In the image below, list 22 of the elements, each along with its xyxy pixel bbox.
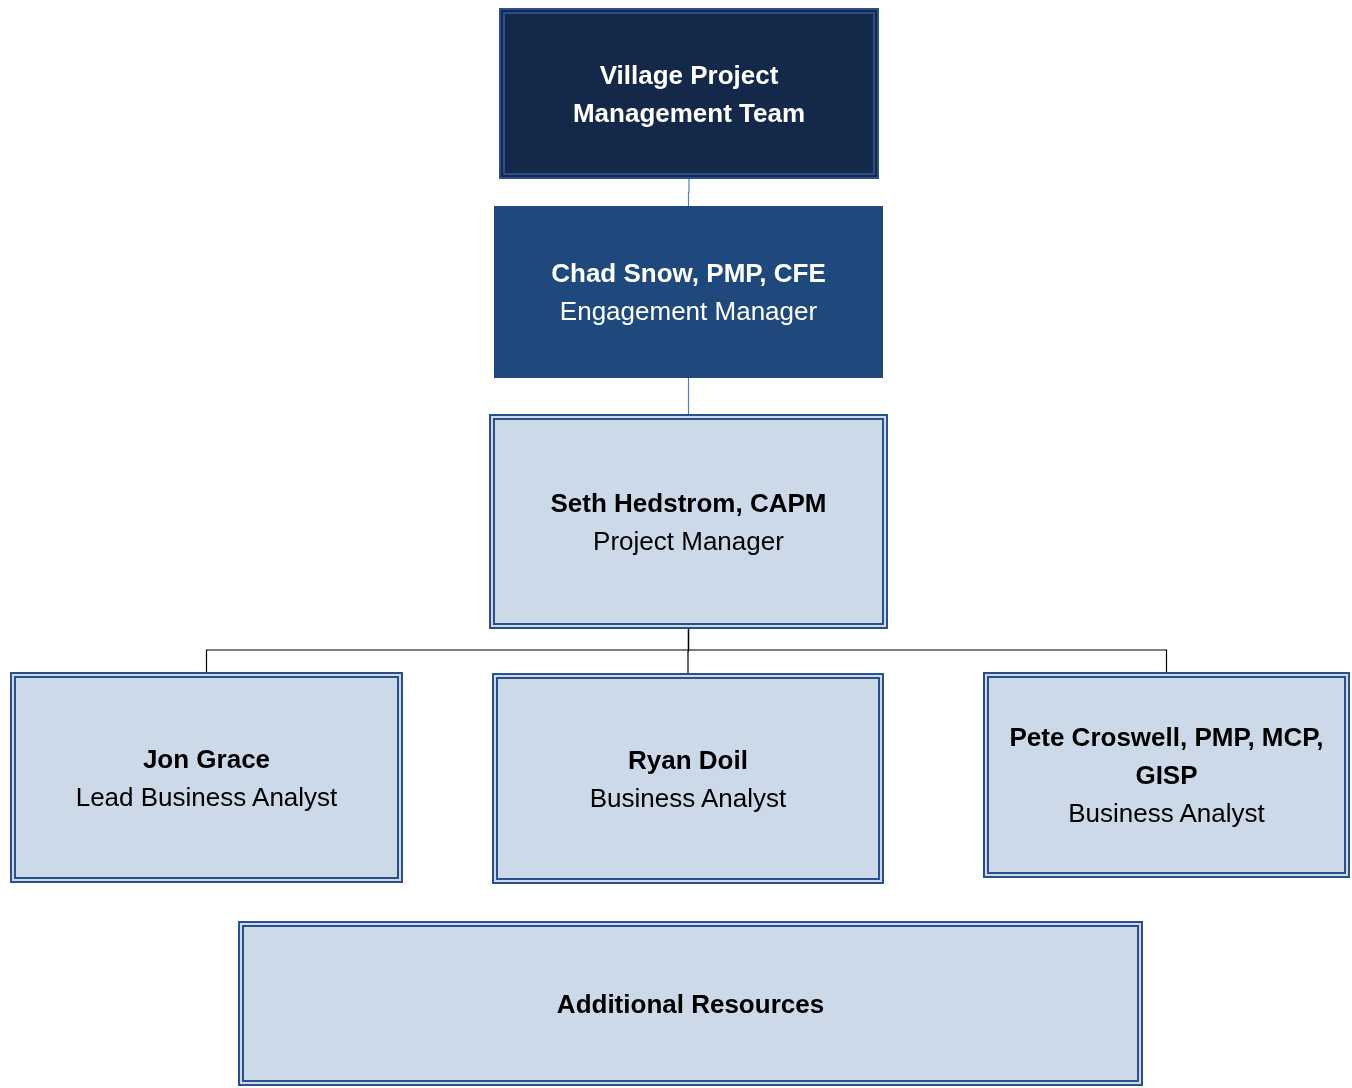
org-chart-box — [494, 206, 883, 378]
box-title: Additional Resources — [556, 987, 825, 1021]
job-title: Business Analyst — [589, 781, 787, 815]
person-name: Chad Snow, PMP, CFE — [551, 257, 826, 290]
person-name: Seth Hedstrom, CAPM — [550, 486, 827, 520]
org-chart-box — [492, 673, 884, 884]
connector-line — [687, 377, 690, 415]
org-chart-box — [499, 8, 879, 179]
connector-line — [687, 628, 1168, 673]
person-name: Jon Grace — [142, 742, 271, 776]
job-title: Lead Business Analyst — [75, 780, 338, 814]
org-chart-box — [10, 672, 403, 883]
box-title: Village Project Management Team — [571, 58, 807, 130]
job-title: Business Analyst — [1068, 797, 1265, 830]
job-title: Engagement Manager — [559, 295, 818, 328]
org-chart-box — [983, 672, 1350, 878]
org-chart-box — [238, 921, 1143, 1086]
person-name: Pete Croswell, PMP, MCP, GISP — [1008, 721, 1325, 792]
person-name: Ryan Doil — [628, 743, 748, 777]
org-chart-box — [489, 414, 888, 629]
connector-line — [687, 178, 690, 207]
job-title: Project Manager — [593, 524, 784, 558]
